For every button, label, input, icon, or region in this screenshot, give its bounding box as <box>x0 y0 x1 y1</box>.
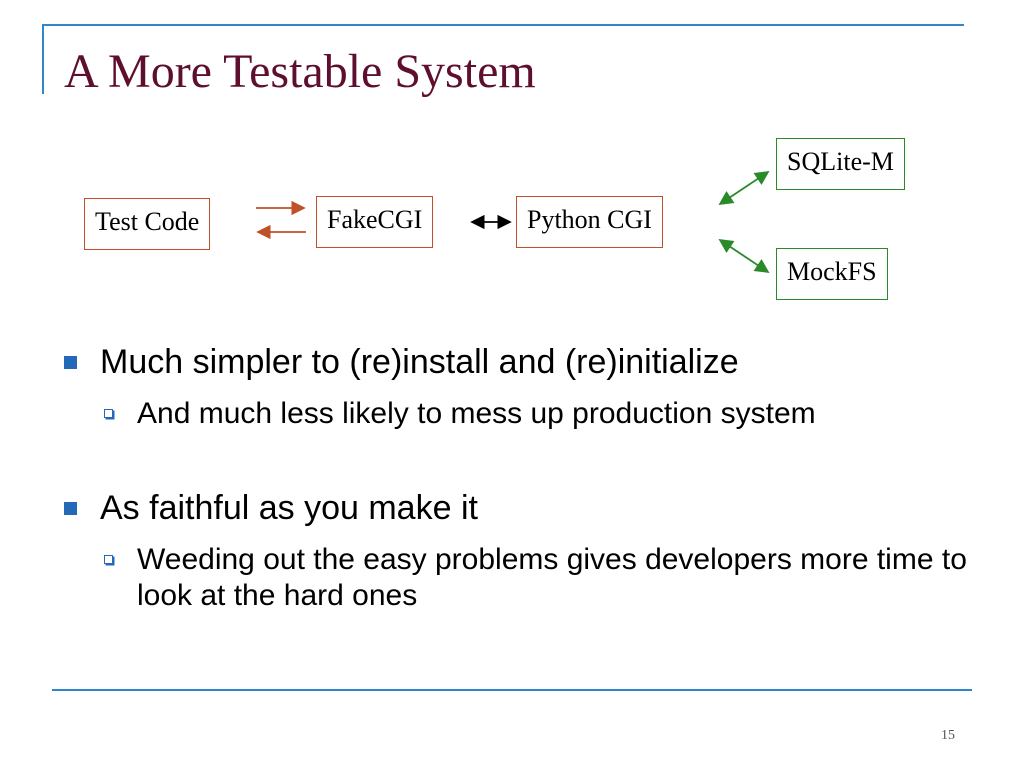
fakecgi-box: FakeCGI <box>316 196 434 248</box>
arrow-python-sqlite <box>718 171 770 205</box>
python-cgi-box: Python CGI <box>516 196 663 248</box>
bullet-square-icon <box>64 502 77 515</box>
test-code-box: Test Code <box>84 198 211 250</box>
arrow-python-mockfs <box>718 239 770 273</box>
footer-rule <box>52 689 972 691</box>
sub-bullet-box-icon <box>104 409 113 418</box>
page-number: 15 <box>941 728 955 743</box>
left-rule <box>42 24 44 94</box>
sub-bullet-item: And much less likely to mess up producti… <box>137 397 816 430</box>
bullet-item: As faithful as you make it <box>100 489 478 527</box>
sub-bullet-box-icon <box>104 555 113 564</box>
diagram-arrows <box>256 171 770 273</box>
sqlite-box: SQLite-M <box>776 138 905 190</box>
mockfs-box: MockFS <box>776 248 888 300</box>
sub-bullet-item: Weeding out the easy problems gives deve… <box>137 543 967 612</box>
architecture-diagram: Test Code FakeCGI Python CGI SQLite-M Mo… <box>0 0 1024 320</box>
bullet-item: Much simpler to (re)install and (re)init… <box>100 343 739 381</box>
slide-title: A More Testable System <box>64 45 536 98</box>
bullet-square-icon <box>64 356 77 369</box>
top-rule <box>42 24 964 26</box>
